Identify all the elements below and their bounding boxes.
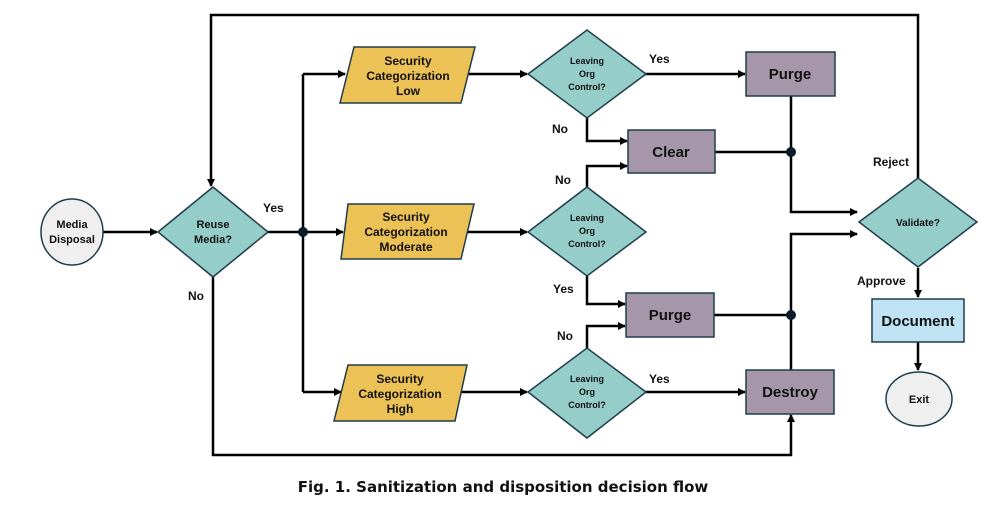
node-label: Org [579,387,595,397]
node-label: Purge [769,66,812,83]
node-label: Org [579,69,595,79]
node-label: Destroy [762,384,819,401]
categorization-low[interactable]: Security Categorization Low [339,46,476,104]
action-clear[interactable]: Clear [627,129,716,174]
edge-reuse-no-destroy [211,277,795,457]
decision-leaving-low[interactable]: Leaving Org Control? [526,29,648,119]
action-purge-mid[interactable]: Purge [625,292,715,338]
node-label: Media? [194,234,232,246]
node-label: Security [382,210,430,224]
edge-label-no: No [555,173,571,187]
edge-label-yes: Yes [649,52,670,66]
node-label: Validate? [896,218,940,229]
edge-label-approve: Approve [857,274,906,288]
junction-dot [786,310,796,320]
node-label: Control? [568,400,606,410]
decision-leaving-high[interactable]: Leaving Org Control? [526,347,648,439]
edge-label-no: No [557,329,573,343]
decision-reuse-media[interactable]: Reuse Media? [156,186,270,278]
edge-labels: Yes No Yes No No Yes No Yes Reject Appro… [188,52,909,386]
edge-destroy-up [789,230,858,370]
node-label: Purge [649,307,692,324]
node-label: Security [384,54,432,68]
edge-purge-top-down [789,96,858,216]
node-label: Security [376,372,424,386]
edge-low-no-clear [585,118,628,145]
node-label: Exit [909,394,930,406]
node-label: Low [396,84,421,98]
decision-validate[interactable]: Validate? [857,177,979,268]
node-label: Categorization [358,387,441,401]
edge-high-no-purge [585,322,626,348]
node-label: Control? [568,82,606,92]
edge-label-reject: Reject [873,155,909,169]
node-label: Clear [652,144,690,161]
node-label: Media [56,219,88,231]
edge-label-no: No [552,122,568,136]
junction-dot [298,227,308,237]
action-purge-top[interactable]: Purge [745,51,836,97]
node-label: Categorization [364,225,447,239]
decision-leaving-moderate[interactable]: Leaving Org Control? [526,186,648,277]
node-label: Document [881,313,954,330]
edge-label-yes: Yes [263,201,284,215]
action-destroy[interactable]: Destroy [745,369,835,415]
edge-label-no: No [188,289,204,303]
node-label: Disposal [49,234,95,246]
node-label: Org [579,226,595,236]
node-label: Leaving [570,213,604,223]
categorization-high[interactable]: Security Categorization High [333,364,468,422]
edge-label-yes: Yes [553,282,574,296]
edge-moderate-no-clear [585,162,628,187]
edge-label-yes: Yes [649,372,670,386]
node-label: High [387,402,414,416]
categorization-moderate[interactable]: Security Categorization Moderate [340,203,475,260]
action-document[interactable]: Document [871,298,965,343]
node-label: Control? [568,239,606,249]
node-media-disposal[interactable]: Media Disposal [40,198,104,266]
figure-caption: Fig. 1. Sanitization and disposition dec… [298,478,709,496]
edges [103,13,922,457]
edge-reject-loop [207,13,920,187]
node-label: Leaving [570,56,604,66]
junction-dot [786,147,796,157]
node-label: Moderate [379,240,433,254]
node-label: Reuse [196,219,229,231]
node-label: Categorization [366,69,449,83]
edge-moderate-yes-purge [585,276,626,308]
node-exit[interactable]: Exit [885,371,953,427]
node-label: Leaving [570,374,604,384]
